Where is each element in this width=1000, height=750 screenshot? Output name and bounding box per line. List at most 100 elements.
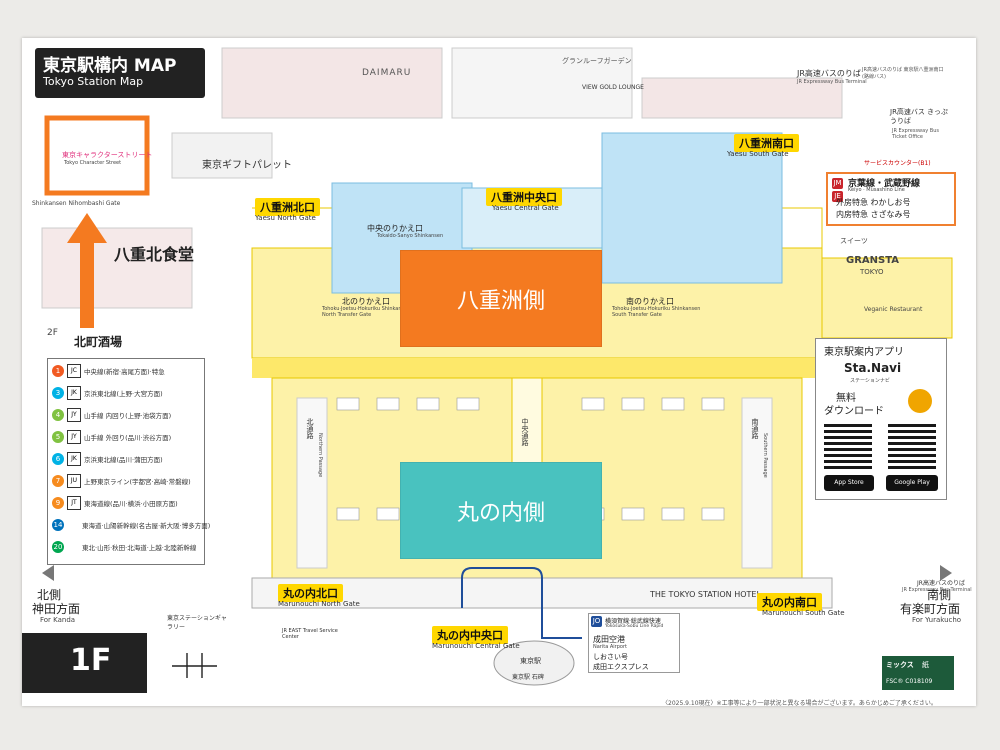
north-passage [296,397,328,569]
legend-line-code: JY [67,430,81,444]
shiosai-label: しおさい号 [593,653,628,661]
minami-norikae-label: 南のりかえ口 [626,297,674,306]
app-store-badge[interactable]: App Store [824,475,874,491]
south-arrow [940,565,952,581]
yaesu-side-label: 八重洲側 [456,288,545,314]
keiyo-sazanami: 内房特急 さざなみ号 [836,210,911,219]
gate-marunouchi-central: 丸の内中央口 [432,626,508,644]
keiyo-wakashio: 外房特急 わかしお号 [836,198,911,207]
fsc-code: FSC® C018109 [886,678,933,685]
map-title-en: Tokyo Station Map [43,75,144,88]
jr-east-travel-label: JR EAST Travel Service Center [282,628,338,640]
gallery-label: 東京ステーションギャラリー [167,615,227,631]
keiyo-line-box: JM JE 京葉線・武蔵野線 Keiyo · Musashino Line 外房… [826,172,956,226]
app-title: 東京駅案内アプリ [824,347,904,358]
legend-line-name: 山手線 内回り(上野·池袋方面) [84,412,172,420]
jr-bus-ticket-en: JR Expressway Bus Ticket Office [892,128,939,140]
floor-label: 1F [70,643,112,678]
legend-row: 5 JY 山手線 外回り(品川·渋谷方面) [52,429,171,445]
map-sheet: 東京駅構内 MAP Tokyo Station Map 東京キャラクターストリー… [22,38,976,707]
south-direction-label: 有楽町方面 [900,602,961,616]
legend-line-code: JC [67,364,81,378]
jr-bus-b1-label: JR高速バスのりば 東京駅八重洲南口 (路線バス) [862,67,944,80]
north-passage-en: Northern Passage [317,433,323,478]
legend-line-code: JK [67,452,81,466]
legend-row: 14 東海道·山陽新幹線(名古屋·新大阪·博多方面) [52,517,210,533]
gate-marunouchi-north-en: Marunouchi North Gate [278,600,360,608]
gran-roof-label: グランルーフガーデン [562,57,632,65]
narita-airport-en: Narita Airport [593,644,627,650]
legend-line-name: 山手線 外回り(品川·渋谷方面) [84,434,172,442]
marunouchi-side-overlay: 丸の内側 [400,462,602,559]
gate-yaesu-north: 八重洲北口 [255,198,320,216]
building-block [41,227,193,309]
north-direction-en: For Kanda [40,616,76,624]
narita-info-box: JO 横須賀線·総武線快速 Yokosuka·Sobu Line Rapid 成… [588,613,680,673]
marunouchi-plaza [493,640,575,686]
highlight-box [44,115,150,196]
gate-yaesu-central-en: Yaesu Central Gate [492,204,559,212]
legend-track-icon: 4 [52,409,64,421]
footer-note: 〈2025.9.10現在〉※工事等により一部状況と異なる場合がございます。あらか… [662,700,937,707]
legend-track-icon: 3 [52,387,64,399]
gate-yaesu-north-en: Yaesu North Gate [255,214,316,222]
granstar-tokyo-label: TOKYO [860,268,884,276]
legend-line-code [67,541,79,553]
kitamachi-floor-label: 2F [47,328,58,338]
app-name: Sta.Navi [844,361,902,375]
keiyo-title-en: Keiyo · Musashino Line [848,187,905,193]
south-direction-en: For Yurakucho [912,616,962,624]
sta-navi-app-panel: 東京駅案内アプリ Sta.Navi ステーションナビ 無料 ダウンロード App… [815,338,947,500]
fsc-logo: ミックス 紙 FSC® C018109 [882,656,954,690]
south-passage [741,397,773,569]
jr-bus-south-en: JR Expressway Bus Terminal [902,587,972,593]
google-play-badge[interactable]: Google Play [886,475,938,491]
jr-bus-south-label: JR高速バスのりば [917,580,965,587]
legend-line-code: JK [67,386,81,400]
building-block [451,47,633,119]
narita-badge: JO [591,616,602,627]
yaesu-concourse [252,207,953,339]
legend-track-icon: 1 [52,365,64,377]
qr-code-appstore[interactable] [824,421,872,469]
sweets-label: スイーツ [840,237,868,245]
map-title: 東京駅構内 MAP [43,56,177,76]
legend-row: 20 東北·山形·秋田·北海道·上越·北陸新幹線 [52,539,196,555]
compass [172,653,217,678]
app-name-sub: ステーションナビ [850,378,890,384]
sobu-underground-route [461,567,582,639]
app-download: ダウンロード [824,406,884,417]
legend-row: 7 JU 上野東京ライン(宇都宮·高崎·常磐線) [52,473,191,489]
legend-line-name: 東海道·山陽新幹線(名古屋·新大阪·博多方面) [82,522,211,530]
legend-line-code: JT [67,496,81,510]
service-counter-label: サービスカウンター(B1) [864,160,931,167]
platform-stairs [336,397,725,521]
vegan-label: Veganic Restaurant [864,306,923,313]
character-street-label: 東京キャラクターストリート [62,151,153,159]
minami-norikae-en: Tohoku·Joetsu·Hokuriku Shinkansen South … [612,306,701,318]
legend-track-icon: 14 [52,519,64,531]
granstar-label: GRANSTA [846,255,900,266]
jr-bus-label-en: JR Expressway Bus Terminal [797,79,867,85]
legend-track-icon: 7 [52,475,64,487]
narita-line: 横須賀線·総武線快速 [605,618,661,625]
keiyo-badge-je: JE [832,191,843,202]
kitamachi-sakaba-label: 北町酒場 [74,335,123,349]
legend-line-name: 中央線(新宿·高尾方面)·特急 [84,368,165,376]
character-street-label-en: Tokyo Character Street [64,160,122,166]
legend-line-name: 東北·山形·秋田·北海道·上越·北陸新幹線 [82,544,197,552]
central-plate-label: 東京駅 [520,657,541,665]
shinkansen-south-zone [601,132,783,284]
building-block [641,77,843,119]
keiyo-badge-jm: JM [832,178,843,189]
kita-norikae-label: 北のりかえ口 [342,297,390,306]
yaesu-side-overlay: 八重洲側 [400,250,602,347]
legend-row: 6 JK 京浜東北線(品川·蒲田方面) [52,451,163,467]
naka-norikae-label: 中央のりかえ口 [367,224,423,233]
gate-marunouchi-north: 丸の内北口 [278,584,343,602]
app-pin-icon [908,389,932,413]
qr-code-googleplay[interactable] [888,421,936,469]
station-stone-label: 東京駅 石碑 [512,674,544,681]
naka-norikae-en: Tokaido·Sanyo Shinkansen [377,233,444,239]
south-side-label: 南側 [927,588,952,602]
